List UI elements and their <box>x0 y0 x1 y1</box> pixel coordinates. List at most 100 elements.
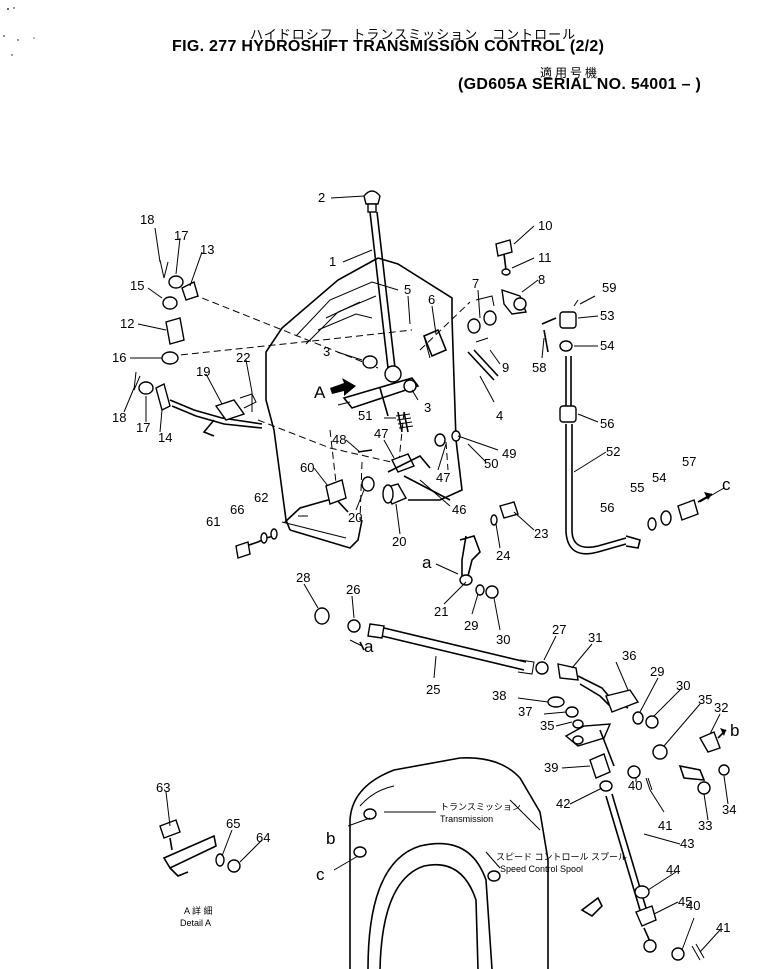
part-label: 51 <box>358 408 372 423</box>
connecting-rod <box>314 607 579 681</box>
part-label: 2 <box>318 190 325 205</box>
part-label: 35 <box>698 692 712 707</box>
part-label: 43 <box>680 836 694 851</box>
vertical-rod <box>580 753 705 961</box>
part-label: 29 <box>650 664 664 679</box>
detent-parts <box>357 411 461 501</box>
part-label: 11 <box>538 250 552 265</box>
part-label: 36 <box>622 648 636 663</box>
part-label: 4 <box>496 408 503 423</box>
connection-a-letter: a <box>422 553 432 572</box>
part-label: 5 <box>404 282 411 297</box>
applicability-japanese: 適用号機 <box>540 66 601 80</box>
transmission-housing <box>349 757 549 969</box>
part-numbers: 2 1 3 3 4 5 6 7 8 9 10 11 12 13 14 15 16… <box>112 190 736 935</box>
connection-b-letter: b <box>730 721 739 740</box>
part-label: 19 <box>196 364 210 379</box>
part-label: 37 <box>518 704 532 719</box>
serial-range: (GD605A SERIAL NO. 54001 – ) <box>458 76 702 93</box>
part-label: 18 <box>140 212 154 227</box>
part-label: 10 <box>538 218 552 233</box>
part-label: 9 <box>502 360 509 375</box>
cable-clip <box>235 479 347 559</box>
part-label: 40 <box>628 778 642 793</box>
part-label: 45 <box>678 894 692 909</box>
part-label: 27 <box>552 622 566 637</box>
part-label: 54 <box>652 470 666 485</box>
part-label: 1 <box>329 254 336 269</box>
part-label: 30 <box>676 678 690 693</box>
part-label: 15 <box>130 278 144 293</box>
detail-a-letter: A <box>314 383 326 402</box>
title-japanese: ハイドロシフ トランスミッション コントロール <box>250 27 577 42</box>
lever-arm <box>459 501 519 599</box>
connection-letters: A a a b b c c <box>314 383 739 884</box>
part-label: 34 <box>722 802 736 817</box>
cable-clamp-parts <box>541 299 579 353</box>
part-label: 21 <box>434 604 448 619</box>
part-label: 58 <box>532 360 546 375</box>
part-label: 14 <box>158 430 172 445</box>
cable-end-parts <box>475 239 527 315</box>
part-label: 47 <box>436 470 450 485</box>
leader-lines <box>123 195 729 953</box>
transmission-label-jp: トランスミッション <box>440 802 521 812</box>
part-label: 57 <box>682 454 696 469</box>
part-label: 7 <box>472 276 479 291</box>
part-label: 22 <box>236 350 250 365</box>
part-label: 49 <box>502 446 516 461</box>
control-cable <box>559 356 641 555</box>
part-label: 18 <box>112 410 126 425</box>
rod-end-parts-left <box>133 259 199 412</box>
part-label: 50 <box>484 456 498 471</box>
part-label: 64 <box>256 830 270 845</box>
part-label: 29 <box>464 618 478 633</box>
part-label: 30 <box>496 632 510 647</box>
part-label: 48 <box>332 432 346 447</box>
part-label: 3 <box>323 344 330 359</box>
connection-b-letter: b <box>326 829 335 848</box>
bushings <box>361 476 407 505</box>
bellcrank-lever <box>169 392 263 437</box>
part-label: 20 <box>392 534 406 549</box>
part-label: 62 <box>254 490 268 505</box>
part-label: 61 <box>206 514 220 529</box>
part-label: 16 <box>112 350 126 365</box>
part-label: 35 <box>540 718 554 733</box>
control-console-housing <box>265 257 463 549</box>
part-label: 13 <box>200 242 214 257</box>
spool-lever-assembly <box>547 675 668 767</box>
part-label: 33 <box>698 818 712 833</box>
part-label: 25 <box>426 682 440 697</box>
detail-a-arrow <box>330 378 356 396</box>
part-label: 41 <box>658 818 672 833</box>
part-label: 32 <box>714 700 728 715</box>
detail-a-label: Detail A <box>180 918 211 928</box>
part-label: 46 <box>452 502 466 517</box>
transmission-label: Transmission <box>440 814 493 824</box>
detail-a-drawing <box>159 819 241 877</box>
part-label: 42 <box>556 796 570 811</box>
part-label: 17 <box>174 228 188 243</box>
connection-a-letter: a <box>364 637 374 656</box>
shift-lever <box>337 190 420 417</box>
part-label: 63 <box>156 780 170 795</box>
part-label: 40 <box>686 898 700 913</box>
part-label: 54 <box>600 338 614 353</box>
rod-end-parts-right <box>678 728 730 795</box>
part-label: 56 <box>600 416 614 431</box>
spool-label-jp: スピード コントロール スプール <box>496 852 627 862</box>
part-label: 17 <box>136 420 150 435</box>
part-label: 52 <box>606 444 620 459</box>
part-label: 6 <box>428 292 435 307</box>
part-label: 59 <box>602 280 616 295</box>
connection-c-letter: c <box>316 865 325 884</box>
part-label: 47 <box>374 426 388 441</box>
part-label: 53 <box>600 308 614 323</box>
part-label: 3 <box>424 400 431 415</box>
part-label: 65 <box>226 816 240 831</box>
part-label: 23 <box>534 526 548 541</box>
part-label: 56 <box>600 500 614 515</box>
part-label: 66 <box>230 502 244 517</box>
